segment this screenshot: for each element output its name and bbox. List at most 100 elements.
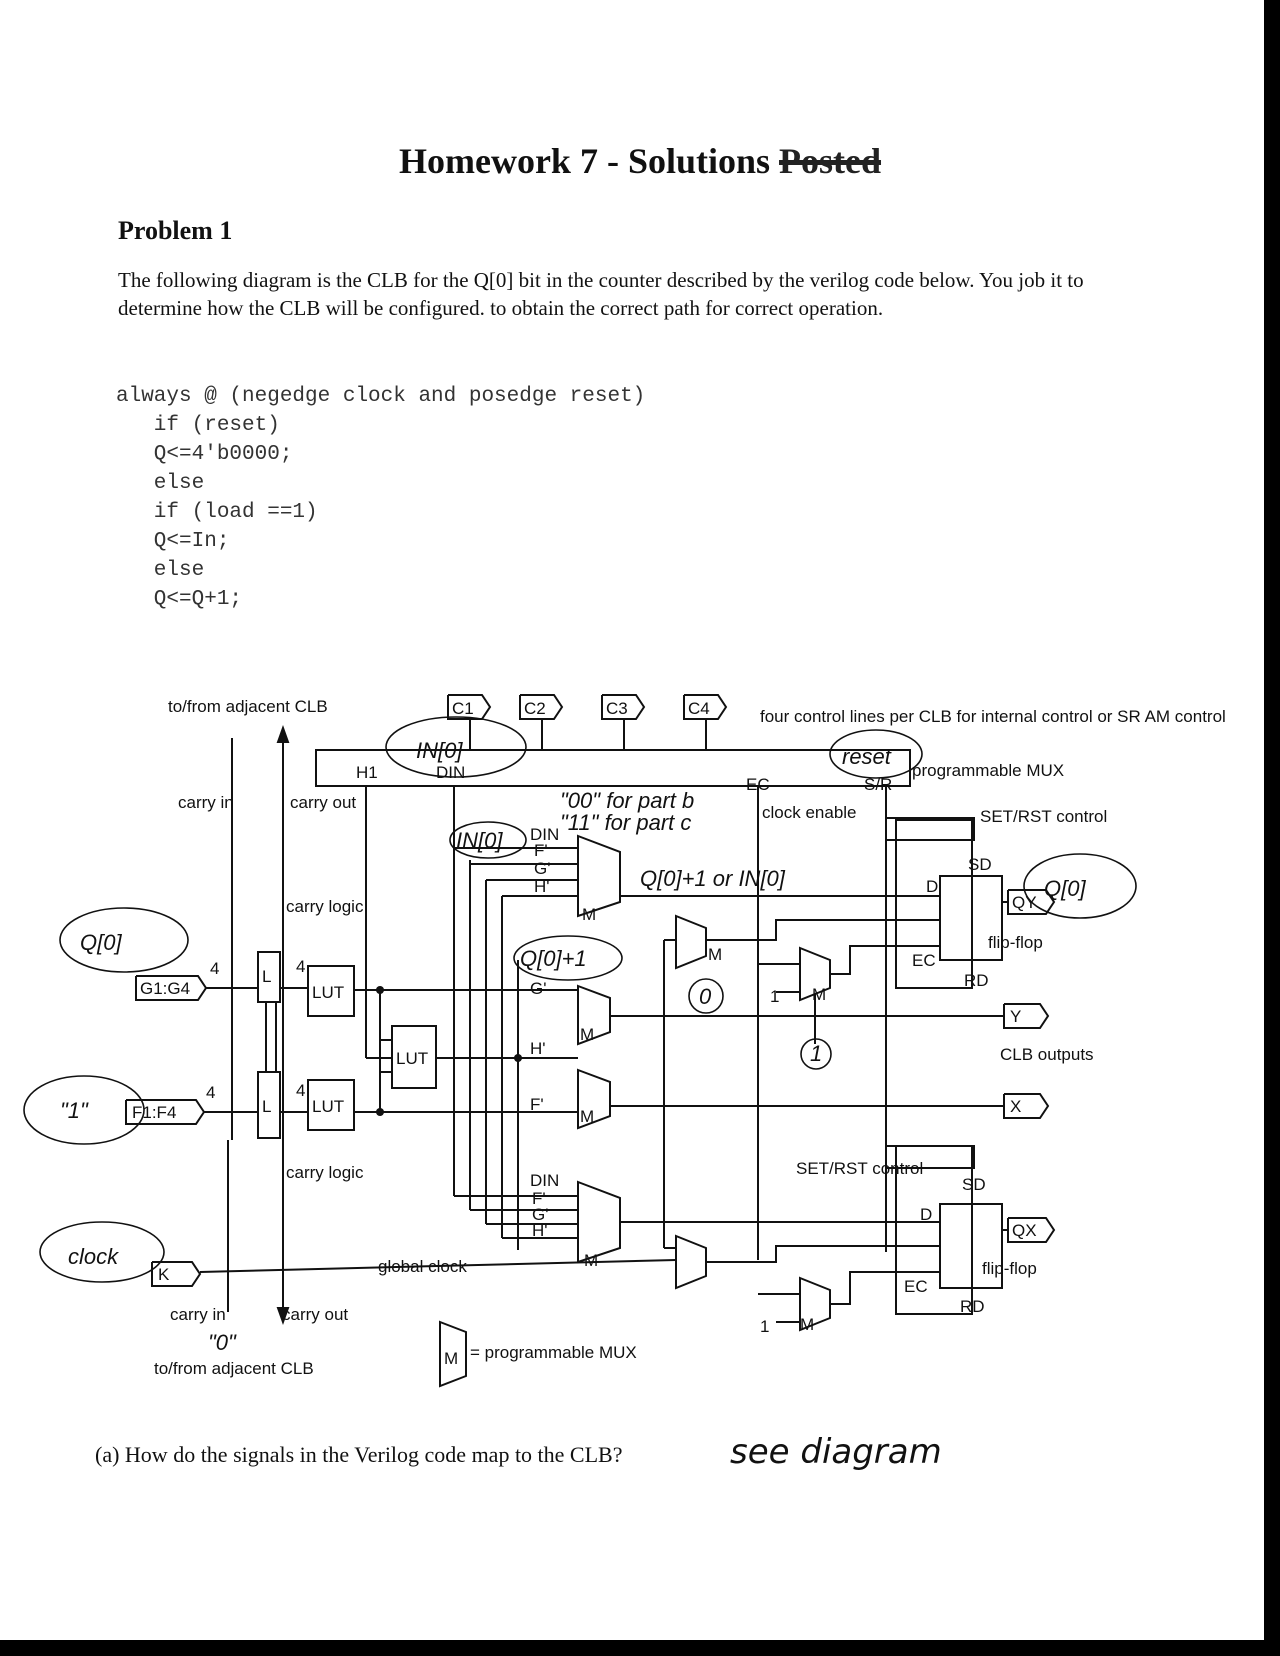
ec-mux-one-bottom: 1 bbox=[760, 1317, 769, 1336]
set-reset-control-top: SET/RST control bbox=[980, 807, 1107, 826]
d-top: D bbox=[926, 877, 938, 896]
problem-intro: The following diagram is the CLB for the… bbox=[118, 268, 1084, 320]
mux-in-g-bottom: G' bbox=[532, 1205, 548, 1224]
mux-in-h-y: H' bbox=[530, 1039, 546, 1058]
annot-zero: 0 bbox=[699, 984, 712, 1009]
adjacent-top-label: to/from adjacent CLB bbox=[168, 697, 328, 716]
control-c3: C3 bbox=[606, 699, 628, 718]
bus-width-g: 4 bbox=[210, 959, 219, 978]
annot-f-in: "1" bbox=[60, 1098, 89, 1123]
title-struck-word: Posted bbox=[779, 141, 882, 181]
question-a: (a) How do the signals in the Verilog co… bbox=[95, 1442, 623, 1467]
prog-mux-label: programmable MUX bbox=[912, 761, 1064, 780]
ec-mux-one-top: 1 bbox=[770, 987, 779, 1006]
k-input: K bbox=[158, 1265, 170, 1284]
mux-in-h-bottom: H' bbox=[532, 1221, 548, 1240]
flip-flop-top: flip-flop bbox=[988, 933, 1043, 952]
f-inputs: F1:F4 bbox=[132, 1103, 176, 1122]
rd-top: RD bbox=[964, 971, 989, 990]
code-line: always @ (negedge clock and posedge rese… bbox=[116, 385, 646, 408]
annot-one: 1 bbox=[810, 1041, 822, 1066]
output-x: X bbox=[1010, 1097, 1021, 1116]
mux-in-f-top: F' bbox=[534, 841, 548, 860]
mux-m5: M bbox=[708, 945, 722, 964]
set-reset-control-bottom: SET/RST control bbox=[796, 1159, 923, 1178]
title-text: Homework 7 - Solutions bbox=[398, 141, 771, 181]
control-c1: C1 bbox=[452, 699, 474, 718]
annot-carry-zero: "0" bbox=[208, 1330, 237, 1355]
bus-width-g2: 4 bbox=[296, 957, 305, 976]
mux-in-din-top: DIN bbox=[530, 825, 559, 844]
carry-in-top: carry in bbox=[178, 793, 234, 812]
rd-bottom: RD bbox=[960, 1297, 985, 1316]
code-line: if (reset) bbox=[116, 414, 280, 437]
annot-in0-mux: IN[0] bbox=[456, 828, 503, 853]
code-line: Q<=In; bbox=[116, 530, 230, 553]
sd-bottom: SD bbox=[962, 1175, 986, 1194]
code-line: else bbox=[116, 472, 205, 495]
lut-f: LUT bbox=[312, 1097, 344, 1116]
page-title: Homework 7 - Solutions Posted bbox=[0, 140, 1280, 182]
scan-edge-bottom bbox=[0, 1640, 1280, 1656]
carry-logic-bottom: carry logic bbox=[286, 1163, 364, 1182]
annot-part-b: "00" for part b bbox=[560, 788, 694, 813]
flip-flop-bottom: flip-flop bbox=[982, 1259, 1037, 1278]
mux-m3: M bbox=[580, 1025, 594, 1044]
bus-din: DIN bbox=[436, 763, 465, 782]
control-c4: C4 bbox=[688, 699, 710, 718]
control-note: four control lines per CLB for internal … bbox=[760, 707, 1226, 726]
scan-edge-right bbox=[1264, 0, 1280, 1656]
mux-in-f-bottom: F' bbox=[532, 1189, 546, 1208]
carry-out-top: carry out bbox=[290, 793, 356, 812]
code-line: Q<=Q+1; bbox=[116, 588, 243, 611]
sd-top: SD bbox=[968, 855, 992, 874]
carry-f: L bbox=[262, 1097, 271, 1116]
global-clock-label: global clock bbox=[378, 1257, 467, 1276]
mux-m7: M bbox=[800, 1315, 814, 1334]
bus-width-f: 4 bbox=[206, 1083, 215, 1102]
output-y: Y bbox=[1010, 1007, 1021, 1026]
clock-enable-label: clock enable bbox=[762, 803, 857, 822]
handwritten-answer: see diagram bbox=[730, 1432, 942, 1472]
annot-q0-out: Q[0] bbox=[1044, 876, 1086, 901]
code-line: else bbox=[116, 559, 205, 582]
bus-ec: EC bbox=[746, 775, 770, 794]
d-bottom: D bbox=[920, 1205, 932, 1224]
output-qy: QY bbox=[1012, 893, 1037, 912]
lut-h: LUT bbox=[396, 1049, 428, 1068]
g-inputs: G1:G4 bbox=[140, 979, 190, 998]
ec-top: EC bbox=[912, 951, 936, 970]
legend-label: = programmable MUX bbox=[470, 1343, 637, 1362]
lut-g: LUT bbox=[312, 983, 344, 1002]
verilog-code: always @ (negedge clock and posedge rese… bbox=[116, 382, 645, 614]
carry-logic-top: carry logic bbox=[286, 897, 364, 916]
mux-in-f-x: F' bbox=[530, 1095, 544, 1114]
mux-in-din-bottom: DIN bbox=[530, 1171, 559, 1190]
ec-bottom: EC bbox=[904, 1277, 928, 1296]
mux-m6: M bbox=[812, 985, 826, 1004]
clb-outputs-label: CLB outputs bbox=[1000, 1045, 1094, 1064]
annot-part-c: "11" for part c bbox=[560, 810, 691, 835]
annot-mux-out: Q[0]+1 or IN[0] bbox=[640, 866, 786, 891]
annot-q0-in: Q[0] bbox=[80, 930, 122, 955]
mux-m4: M bbox=[580, 1107, 594, 1126]
carry-out-bottom: carry out bbox=[282, 1305, 348, 1324]
code-line: if (load ==1) bbox=[116, 501, 318, 524]
mux-in-h-top: H' bbox=[534, 877, 550, 896]
annot-q0-plus: Q[0]+1 bbox=[520, 946, 587, 971]
bus-sr: S/R bbox=[864, 775, 892, 794]
bus-h1: H1 bbox=[356, 763, 378, 782]
annot-clock: clock bbox=[68, 1244, 119, 1269]
annot-reset: reset bbox=[842, 744, 892, 769]
code-line: Q<=4'b0000; bbox=[116, 443, 293, 466]
annot-in0-bus: IN[0] bbox=[416, 738, 463, 763]
legend-m: M bbox=[444, 1349, 458, 1368]
mux-in-g-y: G' bbox=[530, 979, 546, 998]
mux-m2: M bbox=[584, 1251, 598, 1270]
bus-width-f2: 4 bbox=[296, 1081, 305, 1100]
output-qx: QX bbox=[1012, 1221, 1037, 1240]
control-c2: C2 bbox=[524, 699, 546, 718]
mux-m1: M bbox=[582, 905, 596, 924]
adjacent-bottom-label: to/from adjacent CLB bbox=[154, 1359, 314, 1378]
